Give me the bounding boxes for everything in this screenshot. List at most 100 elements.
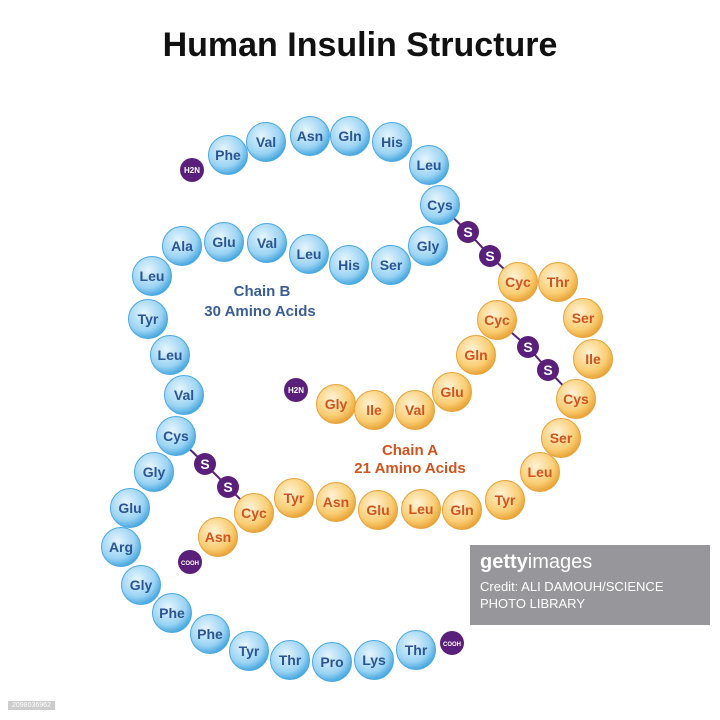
chain-b-residue-gly: Gly xyxy=(408,226,448,266)
svg-text:S: S xyxy=(463,224,472,240)
sulfur-atom: S xyxy=(457,221,479,243)
residue-label: Thr xyxy=(547,274,570,290)
svg-text:S: S xyxy=(523,339,532,355)
residue-label: Glu xyxy=(212,234,235,250)
sulfur-atom: S xyxy=(537,359,559,381)
sulfur-atom: S xyxy=(217,476,239,498)
residue-label: Phe xyxy=(215,147,241,163)
chain-b-residue-cys: Cys xyxy=(156,416,196,456)
chain-b-residue-val: Val xyxy=(246,122,286,162)
svg-text:S: S xyxy=(200,456,209,472)
residue-label: Ser xyxy=(572,310,595,326)
residue-label: Tyr xyxy=(138,311,159,327)
chain-b-residue-gly: Gly xyxy=(121,565,161,605)
chain-a-residue-thr: Thr xyxy=(538,262,578,302)
chain-b-residue-phe: Phe xyxy=(190,614,230,654)
residue-label: Cys xyxy=(427,197,453,213)
chain-b-residue-his: His xyxy=(329,245,369,285)
chain-b-residue-phe: Phe xyxy=(208,135,248,175)
chain-b-residue-gln: Gln xyxy=(330,116,370,156)
residue-label: Phe xyxy=(197,626,223,642)
disulfide-bond-line xyxy=(496,319,577,400)
svg-text:H2N: H2N xyxy=(184,166,200,175)
residue-label: Cys xyxy=(563,391,589,407)
chain-a-residue-tyr: Tyr xyxy=(485,480,525,520)
chain-b-residue-ala: Ala xyxy=(162,226,202,266)
chain-b-residue-val: Val xyxy=(247,223,287,263)
chain-a-residue-gly: Gly xyxy=(316,384,356,424)
residue-label: Ile xyxy=(585,351,601,367)
chain-b-c-terminus: COOH xyxy=(440,631,464,655)
watermark-logo: gettyimages xyxy=(480,551,593,573)
chain-b-n-terminus: H2N xyxy=(180,158,204,182)
chain-a-residue-ser: Ser xyxy=(541,418,581,458)
residue-label: Gly xyxy=(325,396,348,412)
residue-label: His xyxy=(338,257,360,273)
chain-b-residue-val: Val xyxy=(164,375,204,415)
chain-a-residue-asn: Asn xyxy=(198,517,238,557)
chain-b-residue-phe: Phe xyxy=(152,593,192,633)
chain-a-c-terminus: COOH xyxy=(178,550,202,574)
watermark: gettyimages Credit: ALI DAMOUH/SCIENCE P… xyxy=(470,545,710,625)
residue-label: Cyc xyxy=(241,505,267,521)
chain-a-residue-cys: Cys xyxy=(556,379,596,419)
residue-label: Val xyxy=(256,134,276,150)
residue-label: Ser xyxy=(550,430,573,446)
chain-a-residue-cyc: Cyc xyxy=(498,262,538,302)
residue-label: Ile xyxy=(366,402,382,418)
residue-label: Leu xyxy=(297,246,322,262)
sulfur-atom: S xyxy=(517,336,539,358)
svg-text:S: S xyxy=(223,479,232,495)
chain-b-residue-leu: Leu xyxy=(132,256,172,296)
svg-text:H2N: H2N xyxy=(288,386,304,395)
residue-label: Cys xyxy=(163,428,189,444)
residue-label: Pro xyxy=(320,654,343,670)
chain-b-residue-leu: Leu xyxy=(289,234,329,274)
residue-label: Leu xyxy=(417,157,442,173)
residue-label: Val xyxy=(257,235,277,251)
residue-label: His xyxy=(381,134,403,150)
residue-label: Tyr xyxy=(284,490,305,506)
chain-a-residue-ser: Ser xyxy=(563,298,603,338)
residue-label: Leu xyxy=(158,347,183,363)
residue-label: Ala xyxy=(171,238,193,254)
chain-b-residue-leu: Leu xyxy=(409,145,449,185)
residue-label: Thr xyxy=(405,642,428,658)
chain-a-residue-leu: Leu xyxy=(401,489,441,529)
chain-a-count: 21 Amino Acids xyxy=(354,460,465,477)
chain-a-residue-ile: Ile xyxy=(354,390,394,430)
chain-b-residue-pro: Pro xyxy=(312,642,352,682)
residue-label: Gln xyxy=(450,502,473,518)
chain-a-residue-cyc: Cyc xyxy=(477,300,517,340)
residue-label: Asn xyxy=(297,128,323,144)
chain-a-residue-leu: Leu xyxy=(520,452,560,492)
svg-text:COOH: COOH xyxy=(181,561,199,567)
residue-label: Leu xyxy=(409,501,434,517)
residue-label: Phe xyxy=(159,605,185,621)
svg-text:S: S xyxy=(543,362,552,378)
chain-b-residue-leu: Leu xyxy=(150,335,190,375)
chain-b-label: Chain B xyxy=(234,283,291,300)
chain-a-residue-ile: Ile xyxy=(573,339,613,379)
svg-text:COOH: COOH xyxy=(443,642,461,648)
chain-b-residue-ser: Ser xyxy=(371,245,411,285)
residue-label: Glu xyxy=(366,502,389,518)
residue-label: Tyr xyxy=(495,492,516,508)
chain-b-residue-asn: Asn xyxy=(290,116,330,156)
chain-a-residue-cyc: Cyc xyxy=(234,493,274,533)
sulfur-atom: S xyxy=(479,245,501,267)
chain-a-residue-glu: Glu xyxy=(358,490,398,530)
residue-label: Thr xyxy=(279,652,302,668)
chain-b-residue-glu: Glu xyxy=(110,488,150,528)
chain-a-label: Chain A xyxy=(382,442,438,459)
chain-b-residue-tyr: Tyr xyxy=(229,631,269,671)
chain-a-residue-asn: Asn xyxy=(316,482,356,522)
residue-label: Gly xyxy=(143,464,166,480)
chain-b-residue-cys: Cys xyxy=(420,185,460,225)
chain-b-residue-glu: Glu xyxy=(204,222,244,262)
residue-label: Leu xyxy=(528,464,553,480)
residue-label: Gln xyxy=(338,128,361,144)
